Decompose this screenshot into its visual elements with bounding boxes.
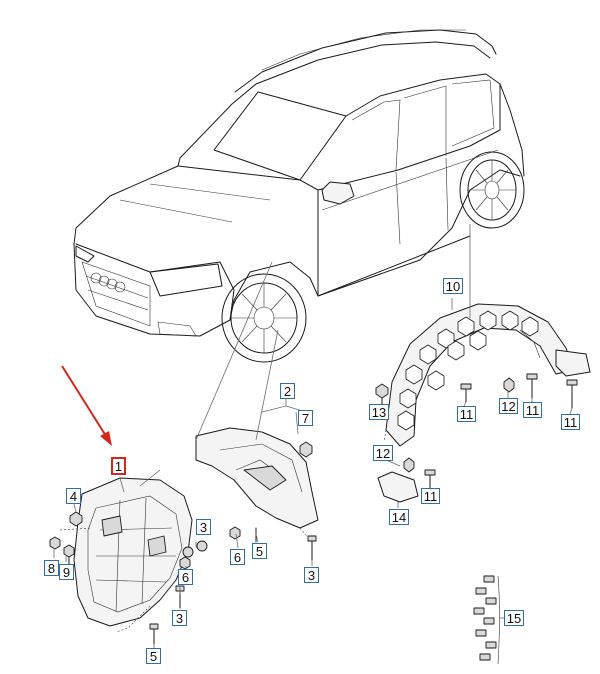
callout-15[interactable]: 15	[504, 610, 524, 626]
callout-11-c[interactable]: 11	[561, 414, 580, 430]
callout-12-a[interactable]: 12	[499, 398, 518, 414]
rear-wheel-housing-liner	[383, 303, 591, 447]
callout-2[interactable]: 2	[280, 383, 295, 399]
callout-11-b[interactable]: 11	[523, 402, 542, 418]
callout-7[interactable]: 7	[298, 410, 313, 426]
callout-9[interactable]: 9	[59, 564, 74, 580]
callout-3-a[interactable]: 3	[196, 519, 211, 535]
callout-14[interactable]: 14	[389, 509, 409, 525]
callout-6-b[interactable]: 6	[178, 569, 193, 585]
fender-liner	[195, 427, 319, 543]
callout-12-b[interactable]: 12	[373, 445, 393, 461]
callout-13[interactable]: 13	[369, 404, 389, 420]
callout-6-a[interactable]: 6	[230, 549, 245, 565]
front-wheel-housing-liner	[59, 477, 193, 633]
callout-5-a[interactable]: 5	[252, 543, 267, 559]
callout-5-b[interactable]: 5	[146, 648, 161, 664]
vehicle-illustration	[73, 29, 525, 363]
callout-3-c[interactable]: 3	[304, 567, 319, 583]
callout-4[interactable]: 4	[66, 488, 81, 504]
callout-11-d[interactable]: 11	[421, 488, 440, 504]
pointer-arrow	[61, 365, 112, 446]
callout-3-b[interactable]: 3	[172, 610, 187, 626]
callout-11-a[interactable]: 11	[457, 406, 476, 422]
callout-1[interactable]: 1	[111, 457, 126, 475]
callout-10[interactable]: 10	[443, 278, 463, 294]
callout-8[interactable]: 8	[44, 560, 59, 576]
leader-lines	[53, 224, 573, 648]
fasteners	[49, 373, 578, 665]
